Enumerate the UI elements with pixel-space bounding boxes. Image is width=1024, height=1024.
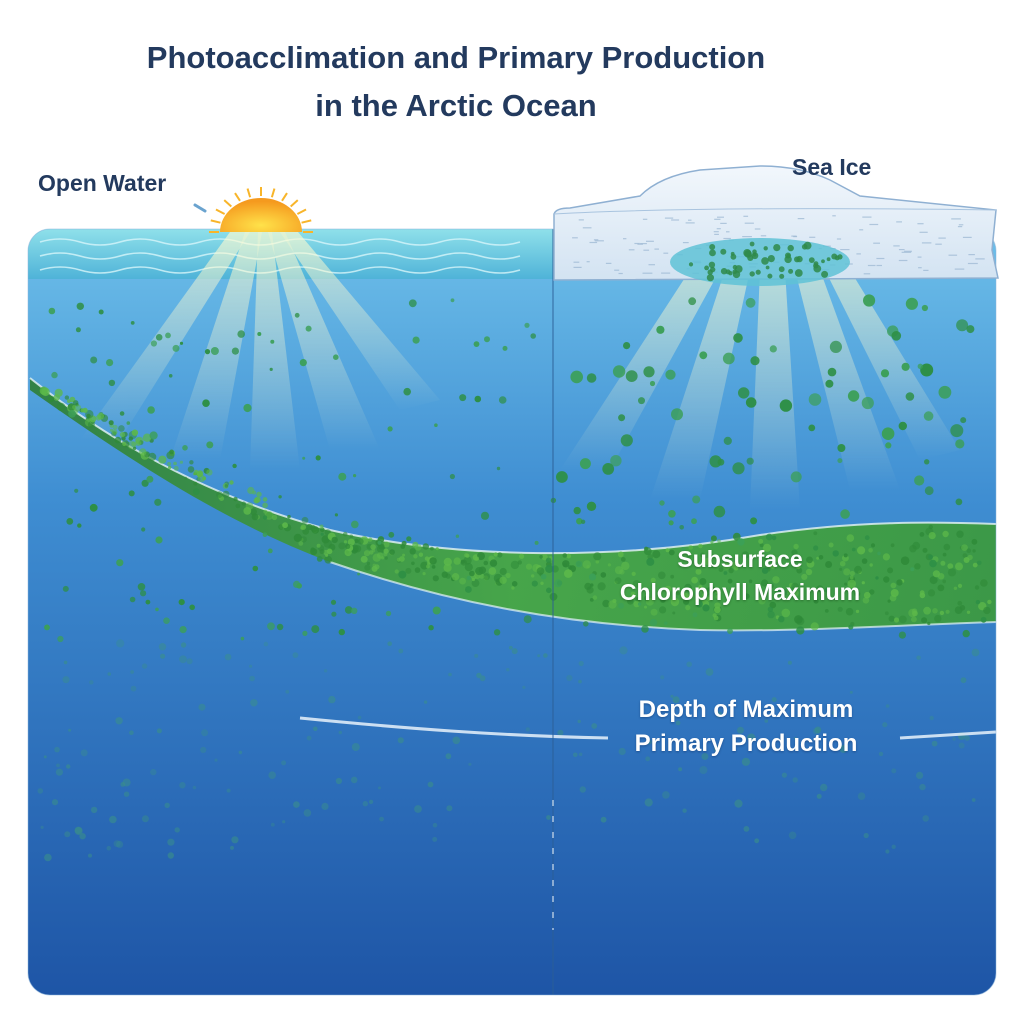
open-water-light-beams (80, 232, 440, 470)
max-production-depth-line (299, 716, 996, 740)
chlorophyll-label-line-2: Chlorophyll Maximum (619, 579, 861, 605)
open-water-label: Open Water (38, 170, 167, 196)
title-line-2: in the Arctic Ocean (315, 88, 597, 123)
sun-icon (193, 187, 313, 233)
title-line-1: Photoacclimation and Primary Production (146, 40, 766, 75)
under-ice-light-beams (560, 270, 960, 510)
sea-ice-slab (553, 165, 999, 286)
chlorophyll-maximum-label: Subsurface Chlorophyll Maximum (560, 543, 920, 609)
ice-algae-pocket (670, 238, 850, 286)
chlorophyll-layer-texture (39, 386, 992, 631)
phytoplankton-cells (37, 294, 987, 862)
ocean-body (28, 229, 996, 995)
production-label-line-1: Depth of Maximum (638, 696, 854, 723)
max-production-depth-label: Depth of Maximum Primary Production (576, 693, 916, 761)
sea-ice-label: Sea Ice (792, 154, 872, 180)
chlorophyll-maximum-layer (30, 378, 996, 631)
production-label-line-2: Primary Production (634, 730, 858, 757)
chlorophyll-label-line-1: Subsurface (677, 546, 803, 572)
diagram-title: Photoacclimation and Primary Production … (0, 34, 912, 130)
